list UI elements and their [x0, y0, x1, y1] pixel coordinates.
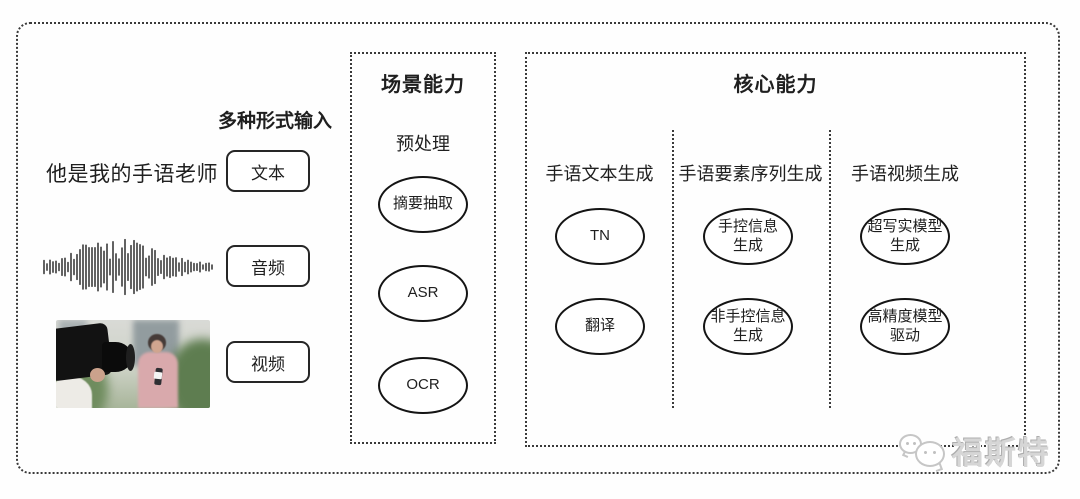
column-header-sign-element-sequence-generation: 手语要素序列生成	[678, 164, 823, 184]
watermark: 福斯特	[899, 428, 1051, 473]
outer-dotted-frame	[16, 22, 1060, 474]
video-input-label: 视频	[251, 354, 285, 374]
scene-capabilities-panel: 场景能力 预处理 摘要抽取 ASR OCR	[350, 52, 496, 444]
node-high-precision-model-driving: 高精度模型 驱动	[860, 298, 950, 355]
photo-microphone-tag	[153, 371, 163, 380]
column-header-sign-video-generation: 手语视频生成	[851, 164, 959, 184]
core-panel-title: 核心能力	[733, 74, 818, 96]
audio-input-box: 音频	[226, 245, 310, 287]
reporter-photo-thumbnail	[56, 320, 210, 408]
photo-reporter-face	[151, 340, 163, 353]
photo-camera-lens-front	[126, 344, 135, 371]
column-divider	[672, 130, 674, 408]
scene-panel-title: 场景能力	[381, 74, 465, 96]
photo-camera-operator-arm	[56, 376, 92, 408]
node-non-manual-info-generation: 非手控信息 生成	[703, 298, 793, 355]
column-divider	[829, 130, 831, 408]
node-summary-extraction: 摘要抽取	[378, 176, 468, 233]
node-ocr: OCR	[378, 357, 468, 414]
preprocessing-label: 预处理	[396, 134, 450, 154]
node-hyperrealistic-model-generation: 超写实模型 生成	[860, 208, 950, 265]
wechat-logo-icon	[899, 432, 947, 472]
text-input-box: 文本	[226, 150, 310, 192]
column-header-sign-text-generation: 手语文本生成	[545, 164, 654, 184]
video-input-box: 视频	[226, 341, 310, 383]
text-input-label: 文本	[251, 163, 285, 183]
core-capabilities-panel: 核心能力 手语文本生成 手语要素序列生成 手语视频生成 TN 翻译 手控信息 生…	[525, 52, 1026, 447]
node-asr: ASR	[378, 265, 468, 322]
node-translation: 翻译	[555, 298, 645, 355]
inputs-section-title: 多种形式输入	[217, 111, 332, 132]
photo-camera-operator-hand	[90, 368, 105, 382]
node-manual-info-generation: 手控信息 生成	[703, 208, 793, 265]
audio-waveform-icon	[42, 233, 214, 301]
node-tn: TN	[555, 208, 645, 265]
audio-input-label: 音频	[251, 258, 285, 278]
sample-input-text: 他是我的手语老师	[46, 163, 218, 186]
watermark-text: 福斯特	[952, 436, 1051, 471]
